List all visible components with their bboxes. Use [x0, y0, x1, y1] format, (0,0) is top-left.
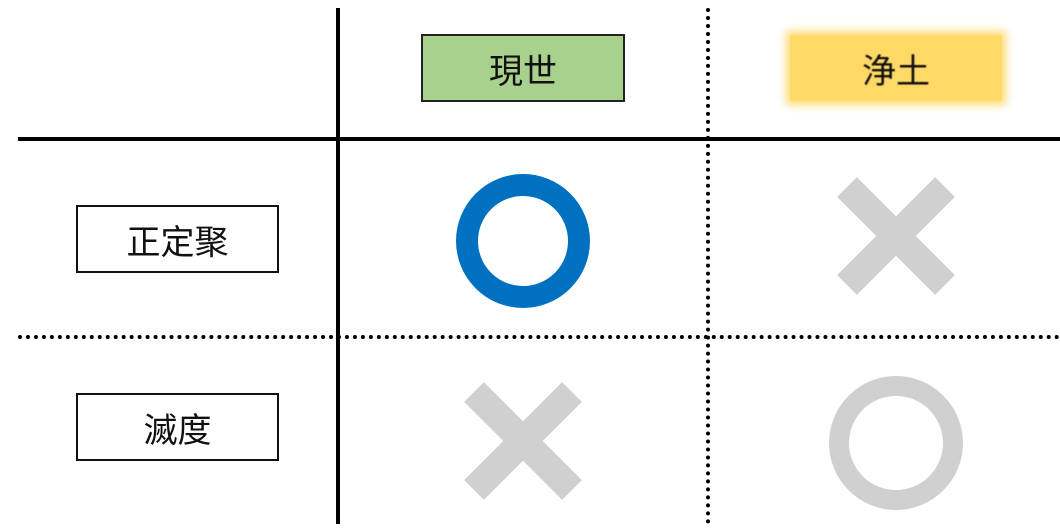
header-divider-solid — [18, 137, 1060, 141]
row-divider-dotted — [18, 335, 1060, 339]
column-header-jodo: 浄土 — [790, 35, 1002, 101]
row-header-shojoju: 正定聚 — [76, 205, 279, 273]
cell-genze-metsudo-cross-icon — [464, 382, 582, 500]
column-header-genze: 現世 — [421, 34, 625, 102]
row-header-metsudo: 滅度 — [76, 393, 279, 461]
cell-genze-shojoju-circle-icon — [456, 174, 590, 308]
column-divider-solid — [336, 8, 340, 524]
column-divider-dotted — [706, 8, 710, 524]
cell-jodo-metsudo-circle-icon — [829, 376, 963, 510]
cell-jodo-shojoju-cross-icon — [837, 177, 955, 295]
